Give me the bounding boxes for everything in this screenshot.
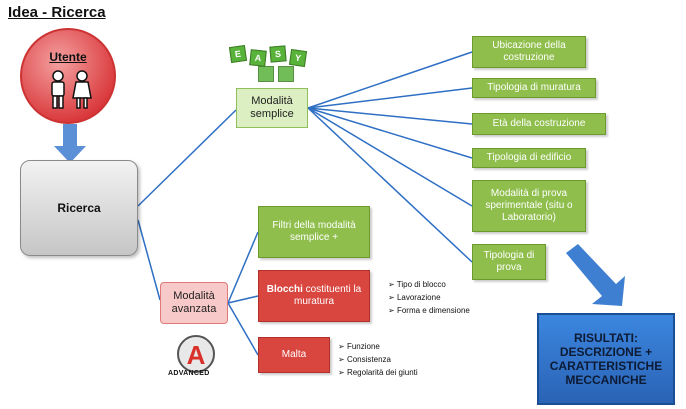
page-title: Idea - Ricerca	[8, 4, 106, 21]
filtri-semplice-box: Filtri della modalità semplice +	[258, 206, 370, 258]
easy-cube-e: E	[228, 44, 248, 64]
blocchi-bold: Blocchi	[266, 284, 303, 295]
criterion-eta: Età della costruzione	[472, 113, 606, 135]
malta-bullet-list: Funzione Consistenza Regolarità dei giun…	[338, 340, 418, 379]
risultati-box: RISULTATI: DESCRIZIONE + CARATTERISTICHE…	[537, 313, 675, 405]
criterion-tipologia-edificio: Tipologia di edificio	[472, 148, 586, 168]
user-label: Utente	[49, 50, 87, 64]
easy-cube-s: S	[269, 45, 287, 63]
blocchi-bullet-list: Tipo di blocco Lavorazione Forma e dimen…	[388, 278, 470, 317]
advanced-logo-text: ADVANCED	[168, 370, 210, 377]
blocchi-rest: costituenti la muratura	[293, 284, 362, 307]
easy-cube-y: Y	[288, 48, 308, 68]
results-arrow-icon	[566, 244, 625, 306]
criterion-tipologia-muratura: Tipologia di muratura	[472, 78, 596, 98]
easy-cube-a: A	[249, 49, 267, 67]
advanced-logo-letter: A	[187, 340, 206, 370]
list-item: Regolarità dei giunti	[338, 366, 418, 379]
criterion-modalita-prova: Modalità di prova sperimentale (situ o L…	[472, 180, 586, 232]
modalita-semplice-node: Modalità semplice	[236, 88, 308, 128]
malta-box: Malta	[258, 337, 330, 373]
list-item: Funzione	[338, 340, 418, 353]
list-item: Lavorazione	[388, 291, 470, 304]
list-item: Consistenza	[338, 353, 418, 366]
people-icon	[51, 70, 92, 109]
easy-cube-lower-2	[278, 66, 294, 82]
ricerca-node: Ricerca	[20, 160, 138, 256]
advanced-logo-icon: A	[177, 335, 215, 373]
blocchi-box: Blocchi costituenti la muratura	[258, 270, 370, 322]
easy-logo: E A S Y	[228, 44, 320, 84]
easy-cube-lower	[258, 66, 274, 82]
down-arrow-icon	[54, 124, 86, 163]
criterion-ubicazione: Ubicazione della costruzione	[472, 36, 586, 68]
modalita-avanzata-node: Modalità avanzata	[160, 282, 228, 324]
list-item: Tipo di blocco	[388, 278, 470, 291]
user-node: Utente	[20, 28, 116, 124]
criterion-tipologia-prova: Tipologia di prova	[472, 244, 546, 280]
list-item: Forma e dimensione	[388, 304, 470, 317]
